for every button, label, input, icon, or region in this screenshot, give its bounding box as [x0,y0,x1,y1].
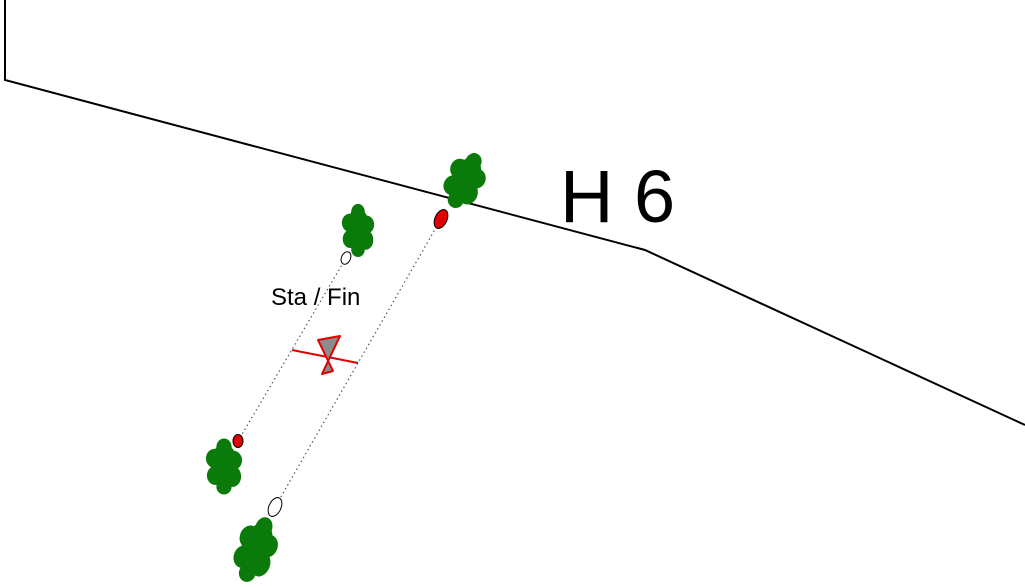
buoy-icon [340,251,352,265]
guide-line-right [274,218,442,508]
hole-label: H 6 [560,155,675,238]
tree-icon [341,203,375,257]
buoy-icon [232,434,244,448]
start-finish-flag-icon [291,335,359,375]
buoy-icon [267,497,283,517]
start-finish-label: Sta / Fin [271,284,360,311]
tree-icon [225,510,287,587]
tree-icon [435,145,495,216]
boundary-line [4,0,1025,426]
buoy-icon [433,209,449,229]
